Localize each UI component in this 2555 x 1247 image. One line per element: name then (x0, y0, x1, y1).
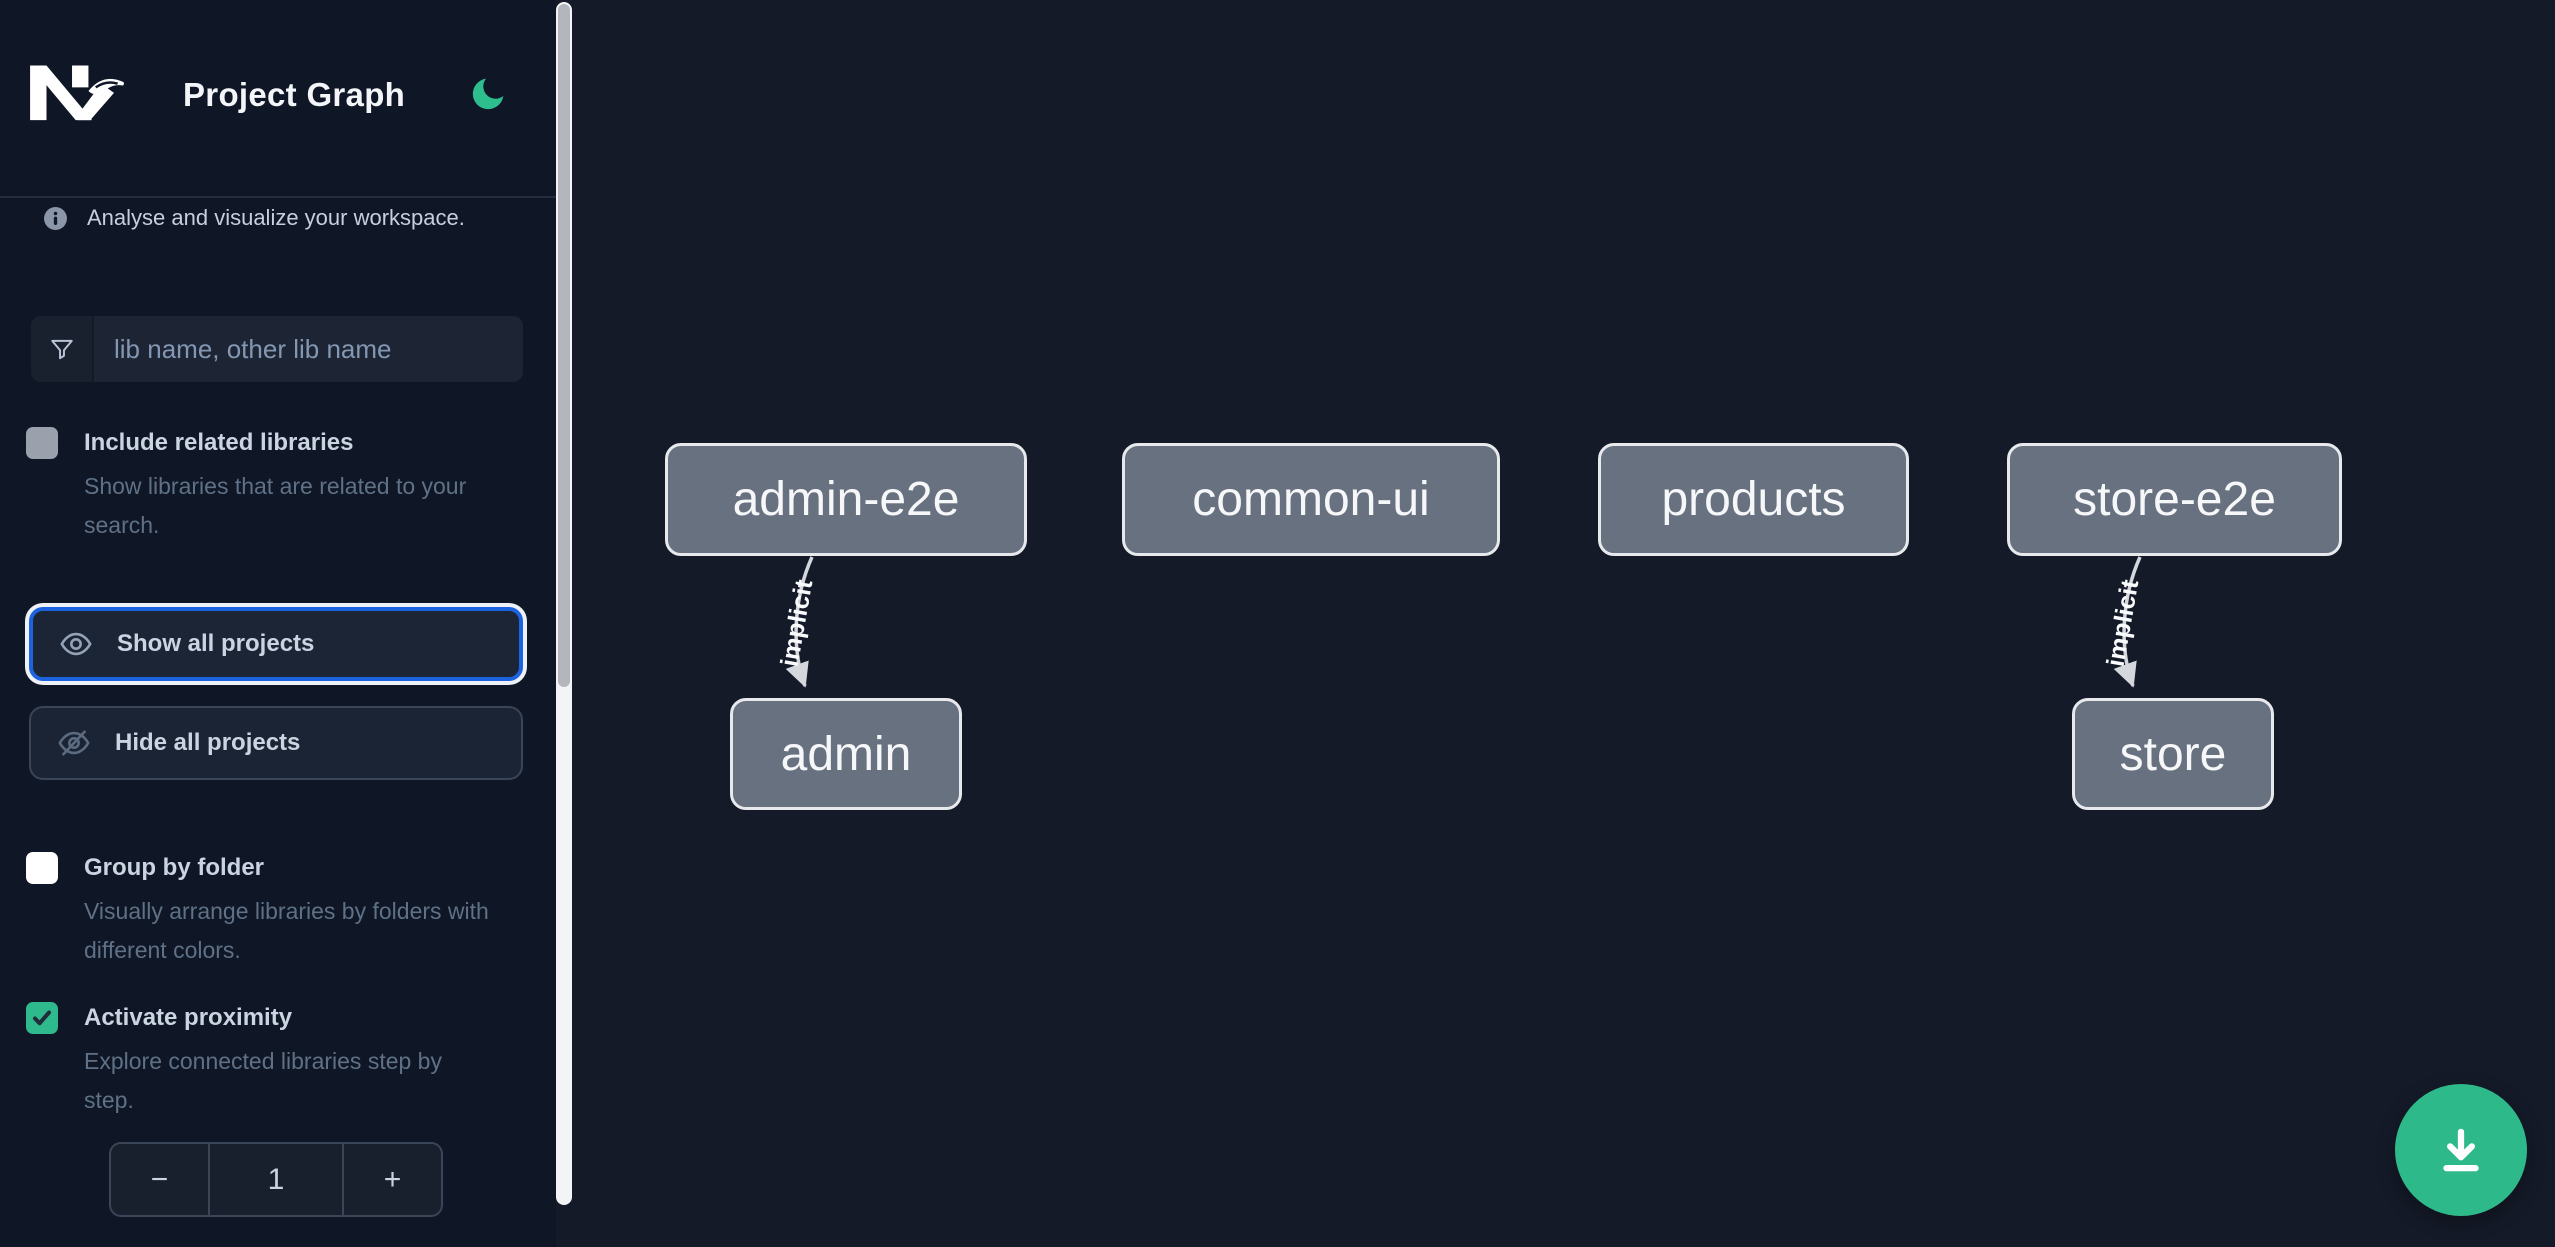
stepper-value: 1 (267, 1162, 285, 1196)
search-input[interactable] (94, 316, 523, 382)
hide-all-projects-label: Hide all projects (115, 729, 301, 756)
checkbox-activate-proximity[interactable] (26, 1002, 58, 1034)
edge-label: implicit (2102, 577, 2145, 669)
checkbox-include-related[interactable] (26, 427, 58, 459)
edge-admin-e2e-admin (785, 556, 814, 688)
edge-label: implicit (776, 577, 819, 669)
eye-icon (60, 632, 92, 656)
toggle-description: Explore connected libraries step by step… (84, 1048, 442, 1113)
toggle-label: Group by folder (84, 854, 264, 881)
filter-icon (50, 339, 73, 360)
show-all-projects-button[interactable]: Show all projects (29, 607, 523, 681)
tagline-row: Analyse and visualize your workspace. (43, 205, 465, 231)
search-box (31, 316, 523, 382)
toggle-description: Show libraries that are related to your … (84, 473, 467, 538)
toggle-label: Activate proximity (84, 1004, 293, 1031)
sidebar-scrollbar-thumb[interactable] (558, 4, 570, 687)
filter-icon-cell (31, 316, 94, 382)
graph-node-common-ui[interactable]: common-ui (1122, 443, 1500, 556)
graph-node-admin-e2e[interactable]: admin-e2e (665, 443, 1027, 556)
checkbox-group-by-folder[interactable] (26, 852, 58, 884)
show-all-projects-label: Show all projects (117, 630, 315, 657)
page-title: Project Graph (183, 76, 406, 113)
project-graph-canvas[interactable]: implicit implicit admin-e2e common-ui pr… (572, 0, 2555, 1247)
download-graph-button[interactable] (2395, 1084, 2527, 1216)
graph-node-store-e2e[interactable]: store-e2e (2007, 443, 2342, 556)
check-icon (33, 1010, 51, 1026)
download-icon (2443, 1128, 2479, 1172)
stepper-increment-button[interactable]: + (342, 1144, 441, 1215)
stepper-decrement-button[interactable]: − (111, 1144, 210, 1215)
toggle-label: Include related libraries (84, 429, 354, 456)
moon-icon[interactable] (468, 74, 508, 114)
proximity-depth-stepper: − 1 + (109, 1142, 443, 1217)
hide-all-projects-button[interactable]: Hide all projects (29, 706, 523, 780)
graph-edges: implicit implicit (776, 556, 2145, 688)
sidebar: Project Graph Analyse and visualize your… (0, 0, 556, 1247)
edge-store-e2e-store (2113, 556, 2142, 688)
graph-node-store[interactable]: store (2072, 698, 2274, 810)
toggle-description: Visually arrange libraries by folders wi… (84, 898, 489, 963)
eye-off-icon (58, 730, 90, 756)
sidebar-scrollbar-track[interactable] (556, 2, 572, 1205)
nx-logo (30, 65, 124, 121)
graph-node-admin[interactable]: admin (730, 698, 962, 810)
info-icon (44, 206, 67, 230)
tagline-text: Analyse and visualize your workspace. (87, 205, 465, 230)
graph-node-products[interactable]: products (1598, 443, 1909, 556)
header-divider (0, 196, 556, 198)
